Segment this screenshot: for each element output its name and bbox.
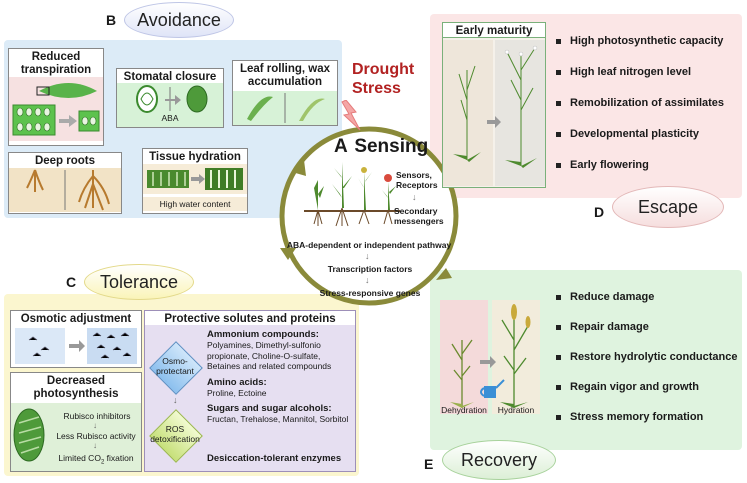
watering-can-icon [480, 379, 505, 398]
maturity-illustration [443, 40, 545, 186]
ros-label: ROS detoxification [150, 424, 200, 444]
avoidance-oval: Avoidance [124, 2, 234, 38]
recovery-letter: E [424, 456, 434, 472]
arrow-down-icon: ↓ [173, 395, 178, 405]
arrow-down-icon: ↓ [365, 275, 370, 285]
osmotic-adjustment-card: Osmotic adjustment [10, 310, 142, 368]
leaf-rolling-card: Leaf rolling, wax accumulation [232, 60, 338, 126]
recovery-title: Recovery [460, 449, 538, 470]
aba-pathway-label: ABA-dependent or independent pathway [286, 240, 452, 250]
escape-bullet-item: Remobilization of assimilates [556, 94, 742, 112]
sugars-heading: Sugars and sugar alcohols: [207, 403, 332, 414]
rubisco-inhibitors-label: Rubisco inhibitors [63, 411, 131, 421]
protective-solutes-title: Protective solutes and proteins [145, 311, 355, 325]
tissue-hydration-title: Tissue hydration [149, 151, 241, 163]
avoidance-title: Avoidance [137, 9, 221, 30]
recovery-bullets: Reduce damage Repair damage Restore hydr… [556, 288, 742, 426]
roots-illustration [9, 168, 121, 212]
sensing-title: A Sensing [334, 136, 428, 158]
escape-letter: D [594, 204, 605, 220]
drought-stress-label: Drought Stress [352, 61, 415, 97]
recovery-bullet-item: Stress memory formation [556, 408, 742, 426]
arrow-down-icon: ↓ [93, 441, 97, 450]
sensing-title-text: Sensing [354, 136, 429, 157]
cycle-arrow-icon [280, 248, 296, 260]
sensors-label: Sensors, Receptors [396, 170, 438, 190]
ammonium-heading: Ammonium compounds: [207, 329, 319, 340]
dehydration-label: Dehydration [441, 405, 487, 415]
secondary-messengers-label: Secondary messengers [394, 206, 444, 226]
avoidance-letter: B [106, 12, 117, 28]
amino-body: Proline, Ectoine [207, 387, 267, 398]
high-water-label: High water content [143, 197, 247, 211]
recovery-illustration [440, 300, 540, 414]
escape-bullet-item: Early flowering [556, 156, 742, 174]
ammonium-body: Polyamines, Dimethyl-sulfonio propionate… [207, 340, 332, 371]
sensing-cycle [279, 126, 459, 306]
reduced-transpiration-card: Reduced transpiration [8, 48, 104, 146]
transcription-label: Transcription factors [327, 264, 413, 274]
cycle-arrow-icon [436, 268, 452, 280]
tolerance-letter: C [66, 274, 77, 290]
arrow-down-icon: ↓ [412, 192, 417, 202]
escape-title: Escape [637, 196, 699, 217]
stomata-closing-illustration [117, 83, 223, 127]
ros-diamond: ROS detoxification [149, 409, 203, 463]
hydration-label: Hydration [497, 405, 535, 415]
reduced-transpiration-title: Reduced transpiration [20, 51, 92, 76]
limited-co2-label: Limited CO2 fixation [58, 453, 134, 466]
escape-bullet-item: High photosynthetic capacity [556, 32, 742, 50]
decreased-photosynthesis-card: Decreased photosynthesis Rubisco inhibit… [10, 372, 142, 472]
stomatal-closure-title: Stomatal closure [123, 71, 217, 83]
sugars-body: Fructan, Trehalose, Mannitol, Sorbitol [207, 414, 349, 424]
deep-roots-title: Deep roots [34, 155, 96, 167]
decreased-photosynthesis-title: Decreased photosynthesis [33, 375, 119, 400]
osmotic-illustration [15, 328, 137, 364]
cycle-arrow-icon [292, 160, 306, 176]
less-rubisco-label: Less Rubisco activity [56, 431, 136, 441]
escape-bullets: High photosynthetic capacity High leaf n… [556, 32, 742, 174]
early-maturity-card: Early maturity [442, 22, 546, 188]
amino-heading: Amino acids: [207, 376, 267, 388]
osmotic-adjustment-title: Osmotic adjustment [20, 313, 132, 325]
plants-illustration [304, 162, 400, 227]
recovery-bullet-item: Restore hydrolytic conductance [556, 348, 742, 366]
stress-genes-label: Stress-responsive genes [319, 288, 421, 298]
deep-roots-card: Deep roots [8, 152, 122, 214]
lightning-icon [341, 100, 361, 131]
early-maturity-title: Early maturity [443, 23, 545, 38]
recovery-bullet-item: Repair damage [556, 318, 742, 336]
osmoprotectant-diamond: Osmo- protectant [149, 341, 203, 395]
tolerance-oval: Tolerance [84, 264, 194, 300]
arrow-down-icon: ↓ [365, 251, 370, 261]
tissue-illustration [143, 164, 247, 194]
sensing-letter: A [334, 136, 348, 157]
leaf-stomata-illustration [9, 77, 103, 141]
desiccation-label: Desiccation-tolerant enzymes [207, 453, 342, 464]
leaf-rolling-illustration [233, 91, 337, 125]
tissue-hydration-card: Tissue hydration High water content [142, 148, 248, 214]
protective-solutes-card: Protective solutes and proteins Osmo- pr… [144, 310, 356, 472]
recovery-oval: Recovery [442, 440, 556, 480]
escape-bullet-item: High leaf nitrogen level [556, 63, 742, 81]
escape-oval: Escape [612, 186, 724, 228]
arrow-down-icon: ↓ [93, 421, 97, 430]
recovery-bullet-item: Reduce damage [556, 288, 742, 306]
aba-label: ABA [161, 113, 179, 123]
tolerance-title: Tolerance [99, 271, 179, 292]
recovery-bullet-item: Regain vigor and growth [556, 378, 742, 396]
chloroplast-icon [13, 408, 45, 462]
leaf-rolling-title: Leaf rolling, wax accumulation [239, 63, 331, 88]
stomatal-closure-card: Stomatal closure ABA [116, 68, 224, 128]
escape-bullet-item: Developmental plasticity [556, 125, 742, 143]
osmoprotectant-label: Osmo- protectant [156, 356, 194, 376]
